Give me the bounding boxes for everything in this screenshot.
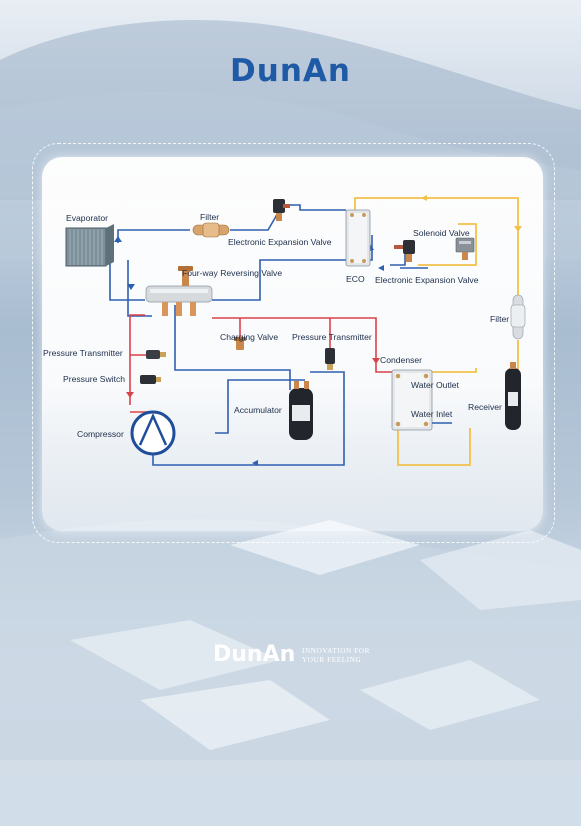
pipe-compressor-return bbox=[152, 371, 345, 466]
label-eco: ECO bbox=[346, 274, 365, 284]
pressure-transmitter-mid bbox=[325, 348, 335, 370]
brand-slogan: INNOVATION FOR YOUR FEELING bbox=[302, 647, 412, 664]
label-eev-top: Electronic Expansion Valve bbox=[228, 237, 332, 247]
pipe-solenoid-loop bbox=[458, 223, 477, 246]
diagram-panel bbox=[42, 157, 543, 531]
label-water-outlet: Water Outlet bbox=[411, 380, 460, 390]
eco-heat-exchanger bbox=[345, 209, 371, 267]
liquid-flow-arrows bbox=[421, 195, 522, 232]
label-water-inlet: Water Inlet bbox=[411, 409, 453, 419]
condenser bbox=[391, 369, 433, 431]
pipe-accum-in bbox=[215, 379, 305, 434]
electronic-expansion-valve-top bbox=[273, 199, 290, 221]
label-charging-valve: Charging Valve bbox=[220, 332, 278, 342]
label-receiver: Receiver bbox=[468, 402, 502, 412]
label-solenoid-valve: Solenoid Valve bbox=[413, 228, 470, 238]
liquid-pipes bbox=[354, 197, 519, 466]
brand-logo-bottom: DunAn bbox=[213, 642, 296, 667]
pipe-filter-to-eev bbox=[230, 204, 346, 231]
label-filter-top: Filter bbox=[200, 212, 219, 222]
electronic-expansion-valve-right bbox=[394, 240, 415, 262]
label-filter-right: Filter bbox=[490, 314, 509, 324]
label-evaporator: Evaporator bbox=[66, 213, 108, 223]
four-way-reversing-valve bbox=[145, 266, 213, 316]
brand-logo-top: DunAn bbox=[230, 53, 351, 89]
label-condenser: Condenser bbox=[380, 355, 422, 365]
pipe-eco-top-loop bbox=[354, 197, 519, 295]
label-compressor: Compressor bbox=[77, 429, 124, 439]
pressure-switch bbox=[140, 375, 161, 384]
pipe-condenser-outlet bbox=[430, 368, 477, 373]
label-pressure-switch: Pressure Switch bbox=[63, 374, 125, 384]
slogan-line-2: YOUR FEELING bbox=[302, 655, 362, 664]
slogan-line-1: INNOVATION FOR bbox=[302, 647, 370, 655]
label-four-way-valve: Four-way Reversing Valve bbox=[182, 268, 282, 278]
compressor-symbol bbox=[130, 410, 176, 456]
filter-top bbox=[192, 222, 230, 238]
hot-pipes bbox=[129, 278, 392, 413]
pressure-transmitter-left bbox=[146, 350, 166, 359]
diagram-frame-dashed bbox=[32, 143, 555, 543]
solenoid-valve bbox=[455, 237, 475, 260]
label-eev-right: Electronic Expansion Valve bbox=[375, 275, 479, 285]
accumulator bbox=[289, 381, 313, 440]
charging-valve bbox=[234, 337, 246, 350]
pipe-eev-solenoid bbox=[418, 246, 477, 266]
label-pressure-transmitter-left: Pressure Transmitter bbox=[43, 348, 123, 358]
pipe-evap-to-filter bbox=[117, 229, 190, 243]
evaporator-coil bbox=[65, 224, 114, 267]
pipe-compressor-up bbox=[129, 314, 145, 405]
pipe-evap-lower bbox=[127, 260, 152, 317]
receiver bbox=[505, 362, 521, 430]
label-pressure-transmitter-mid: Pressure Transmitter bbox=[292, 332, 372, 342]
hot-flow-arrows bbox=[126, 358, 380, 398]
label-accumulator: Accumulator bbox=[234, 405, 282, 415]
pipe-condenser-bottom bbox=[397, 428, 471, 466]
filter-right bbox=[510, 294, 526, 340]
pipe-4way-to-eco bbox=[212, 235, 373, 301]
pipe-4way-to-condenser bbox=[212, 317, 392, 373]
